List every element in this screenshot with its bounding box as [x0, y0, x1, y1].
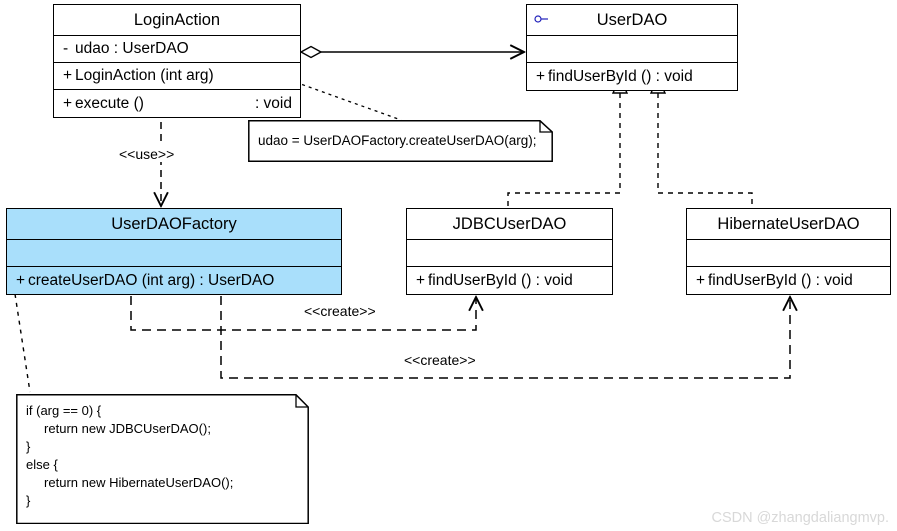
note-assignment[interactable]: udao = UserDAOFactory.createUserDAO(arg)…	[248, 120, 553, 162]
class-box-login-action[interactable]: LoginAction - udao : UserDAO + LoginActi…	[53, 4, 301, 118]
edge-aggregation-loginaction-userdao	[299, 45, 524, 59]
class-name-text: UserDAO	[596, 10, 668, 29]
attribute-text: udao : UserDAO	[75, 40, 189, 57]
class-box-hibernate-user-dao[interactable]: HibernateUserDAO + findUserById () : voi…	[686, 208, 891, 295]
class-title-user-dao-factory: UserDAOFactory	[7, 209, 341, 240]
aggregation-diamond	[299, 45, 323, 59]
edge-label-use: <<use>>	[116, 146, 178, 162]
class-title-login-action: LoginAction	[54, 5, 300, 36]
operation-text: LoginAction (int arg)	[75, 67, 214, 84]
note-text: udao = UserDAOFactory.createUserDAO(arg)…	[258, 133, 537, 148]
edge-label-create-jdbc: <<create>>	[301, 303, 379, 319]
visibility-marker: +	[416, 271, 426, 289]
class-attribute-row: - udao : UserDAO	[54, 36, 300, 63]
visibility-marker: +	[16, 271, 26, 289]
edge-label-create-hibernate: <<create>>	[401, 352, 479, 368]
operation-return-type: : void	[254, 94, 292, 112]
class-attributes-compartment-empty	[407, 240, 612, 267]
watermark-text: CSDN @zhangdaliangmvp.	[711, 510, 889, 526]
note-factory-code[interactable]: if (arg == 0) { return new JDBCUserDAO()…	[16, 394, 309, 524]
class-title-jdbc-user-dao: JDBCUserDAO	[407, 209, 612, 240]
class-title-hibernate-user-dao: HibernateUserDAO	[687, 209, 890, 240]
class-operation-row: + findUserById () : void	[687, 267, 890, 294]
class-box-user-dao-factory[interactable]: UserDAOFactory + createUserDAO (int arg)…	[6, 208, 342, 295]
operation-text: findUserById () : void	[708, 271, 853, 289]
class-operation-row: + findUserById () : void	[527, 63, 737, 90]
visibility-marker: +	[536, 67, 546, 85]
class-attributes-compartment-empty	[527, 36, 737, 63]
visibility-marker: +	[696, 271, 706, 289]
visibility-marker: -	[63, 40, 69, 57]
operation-text: execute ()	[75, 94, 144, 112]
class-operation-row: + findUserById () : void	[407, 267, 612, 294]
note-shape	[16, 394, 309, 524]
edge-realization-hibernate-userdao	[649, 76, 753, 206]
class-attributes-compartment-empty	[687, 240, 890, 267]
class-operation-row: + LoginAction (int arg)	[54, 63, 300, 90]
operation-text: findUserById () : void	[428, 271, 573, 289]
visibility-marker: +	[63, 94, 73, 112]
operation-text: createUserDAO (int arg) : UserDAO	[28, 271, 275, 289]
operation-text: findUserById () : void	[548, 67, 693, 85]
class-title-user-dao: UserDAO	[527, 5, 737, 36]
class-operation-row: + execute () : void	[54, 90, 300, 117]
class-attributes-compartment-empty	[7, 240, 341, 267]
class-box-user-dao[interactable]: UserDAO + findUserById () : void	[526, 4, 738, 91]
class-box-jdbc-user-dao[interactable]: JDBCUserDAO + findUserById () : void	[406, 208, 613, 295]
class-operation-row: + createUserDAO (int arg) : UserDAO	[7, 267, 341, 294]
note-text: if (arg == 0) { return new JDBCUserDAO()…	[26, 403, 234, 508]
interface-lollipop-icon	[534, 15, 548, 23]
edge-note-anchor-factory	[14, 293, 31, 393]
visibility-marker: +	[63, 67, 73, 84]
